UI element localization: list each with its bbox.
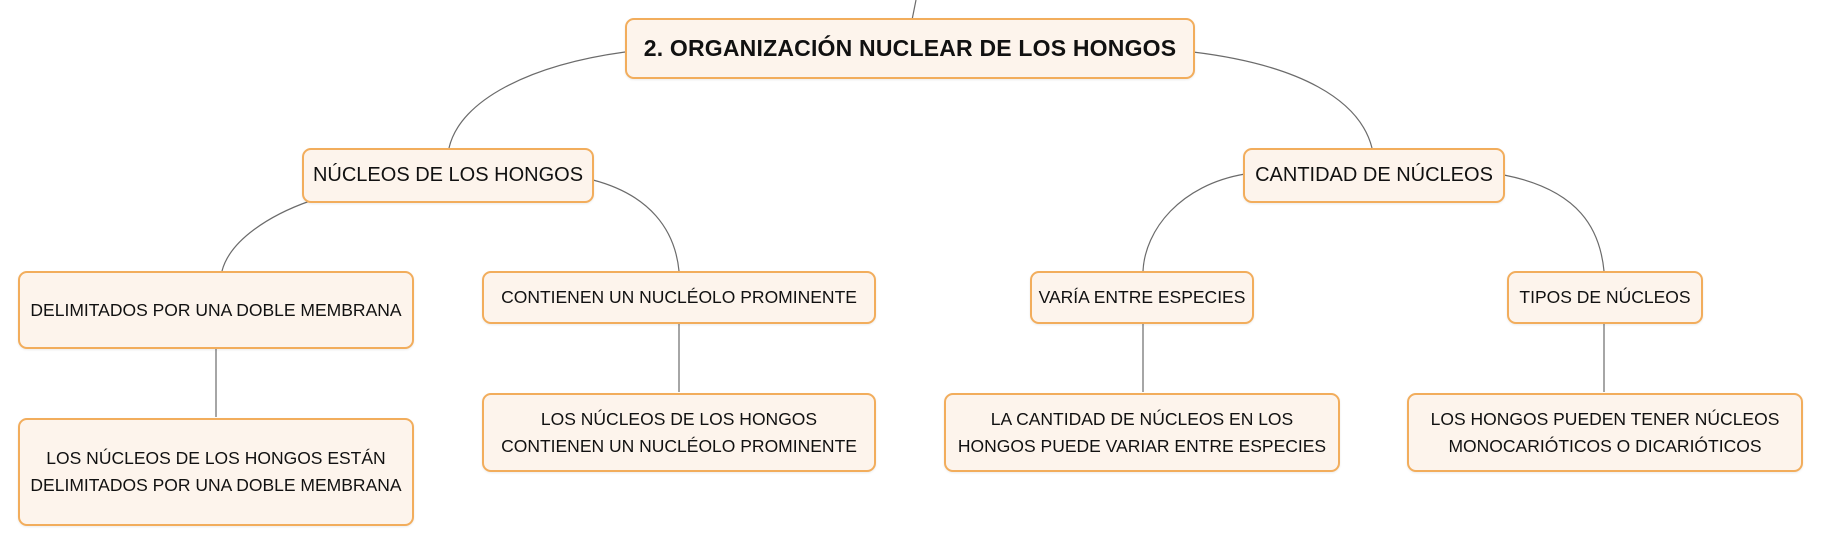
subtopic-varia-entre-especies[interactable]: VARÍA ENTRE ESPECIES [1030,271,1254,324]
subtopic-tipos-de-nucleos[interactable]: TIPOS DE NÚCLEOS [1507,271,1703,324]
connector-root-to-cantidad [1192,51,1373,149]
detail-contienen-nucleolo[interactable]: LOS NÚCLEOS DE LOS HONGOS CONTIENEN UN N… [482,393,876,472]
topic-label: CANTIDAD DE NÚCLEOS [1255,164,1493,186]
detail-text: LOS NÚCLEOS DE LOS HONGOS CONTIENEN UN N… [501,408,857,456]
root-topic[interactable]: 2. ORGANIZACIÓN NUCLEAR DE LOS HONGOS [625,18,1195,79]
connector-cantidad-to-tipos [1503,174,1605,272]
connector-nucleos-to-delimitados [221,200,311,272]
connector-parent-to-root [911,0,917,21]
connector-cantidad-to-varia [1142,173,1246,272]
topic-label: NÚCLEOS DE LOS HONGOS [312,164,584,186]
detail-delimitados[interactable]: LOS NÚCLEOS DE LOS HONGOS ESTÁN DELIMITA… [18,418,414,526]
detail-text: LOS NÚCLEOS DE LOS HONGOS ESTÁN DELIMITA… [30,448,402,495]
subtopic-contienen-nucleolo[interactable]: CONTIENEN UN NUCLÉOLO PROMINENTE [482,271,876,324]
detail-varia-entre-especies[interactable]: LA CANTIDAD DE NÚCLEOS EN LOS HONGOS PUE… [944,393,1340,472]
subtopic-label: TIPOS DE NÚCLEOS [1519,287,1691,307]
topic-nucleos-de-los-hongos[interactable]: NÚCLEOS DE LOS HONGOS [302,148,594,203]
topic-cantidad-de-nucleos[interactable]: CANTIDAD DE NÚCLEOS [1243,148,1505,203]
subtopic-delimitados[interactable]: DELIMITADOS POR UNA DOBLE MEMBRANA [18,271,414,349]
detail-text: LOS HONGOS PUEDEN TENER NÚCLEOS MONOCARI… [1430,408,1780,456]
root-topic-label: 2. ORGANIZACIÓN NUCLEAR DE LOS HONGOS [643,35,1177,61]
subtopic-label: CONTIENEN UN NUCLÉOLO PROMINENTE [501,287,857,307]
subtopic-label: DELIMITADOS POR UNA DOBLE MEMBRANA [30,299,402,320]
subtopic-label: VARÍA ENTRE ESPECIES [1038,287,1246,307]
detail-text: LA CANTIDAD DE NÚCLEOS EN LOS HONGOS PUE… [957,408,1327,456]
detail-tipos-de-nucleos[interactable]: LOS HONGOS PUEDEN TENER NÚCLEOS MONOCARI… [1407,393,1803,472]
connector-nucleos-to-contienen [592,179,680,272]
connector-root-to-nucleos [448,51,626,149]
